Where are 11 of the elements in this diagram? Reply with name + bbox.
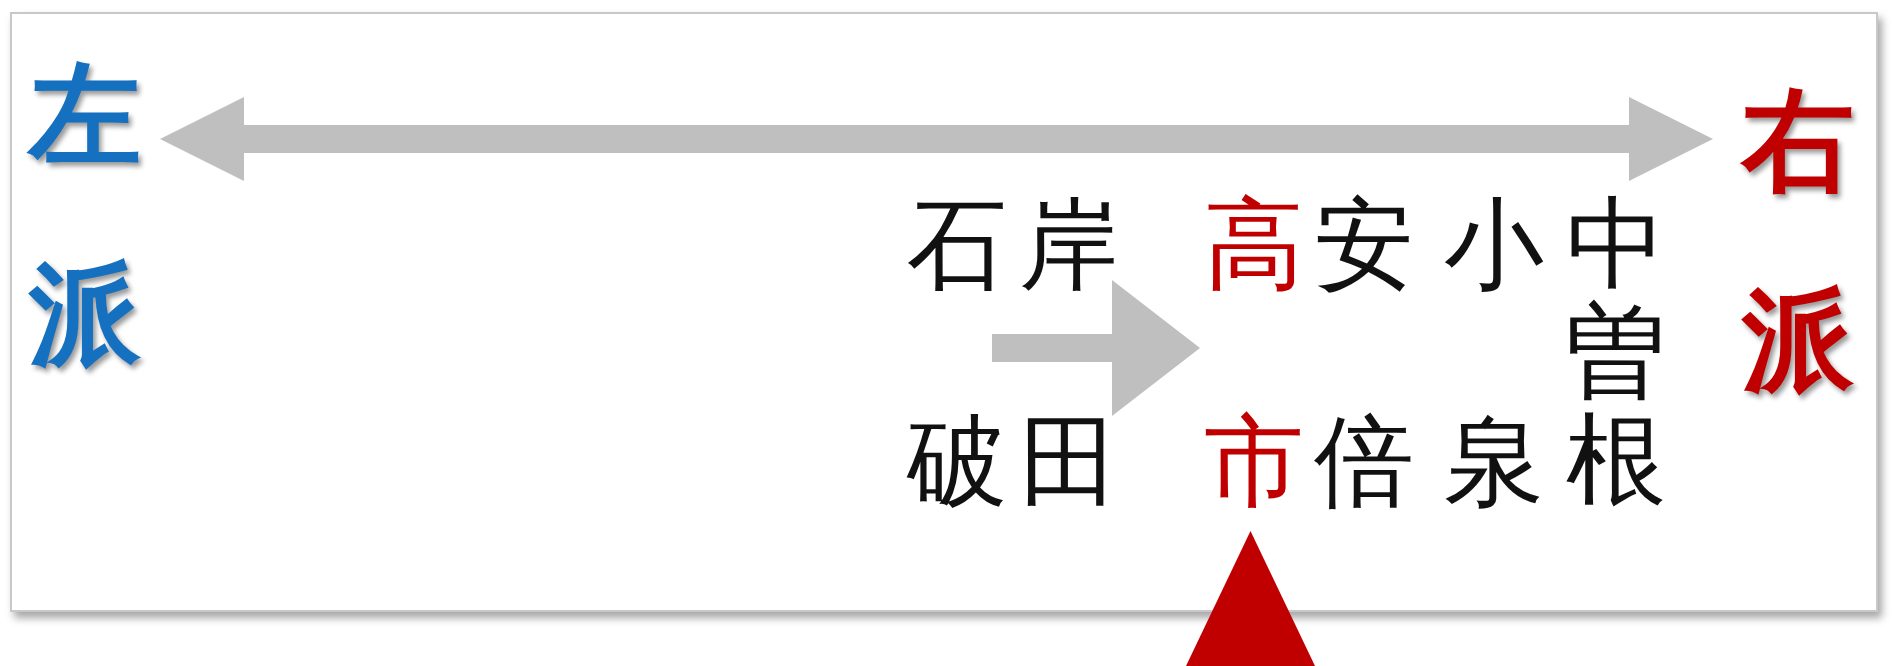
- name-label: 高市: [1200, 136, 1308, 570]
- name-label: 中曽根: [1562, 190, 1670, 514]
- arrow: [992, 280, 1200, 416]
- name-label: 安倍: [1310, 136, 1418, 570]
- name-label: 岸田: [1015, 136, 1123, 570]
- name-label: 小泉: [1440, 136, 1548, 570]
- faction-label: 左派: [24, 14, 146, 414]
- double-arrow: [160, 97, 1713, 181]
- pointer-triangle: [1186, 531, 1315, 666]
- name-label: 石破: [903, 136, 1011, 570]
- faction-label: 右派: [1737, 40, 1859, 440]
